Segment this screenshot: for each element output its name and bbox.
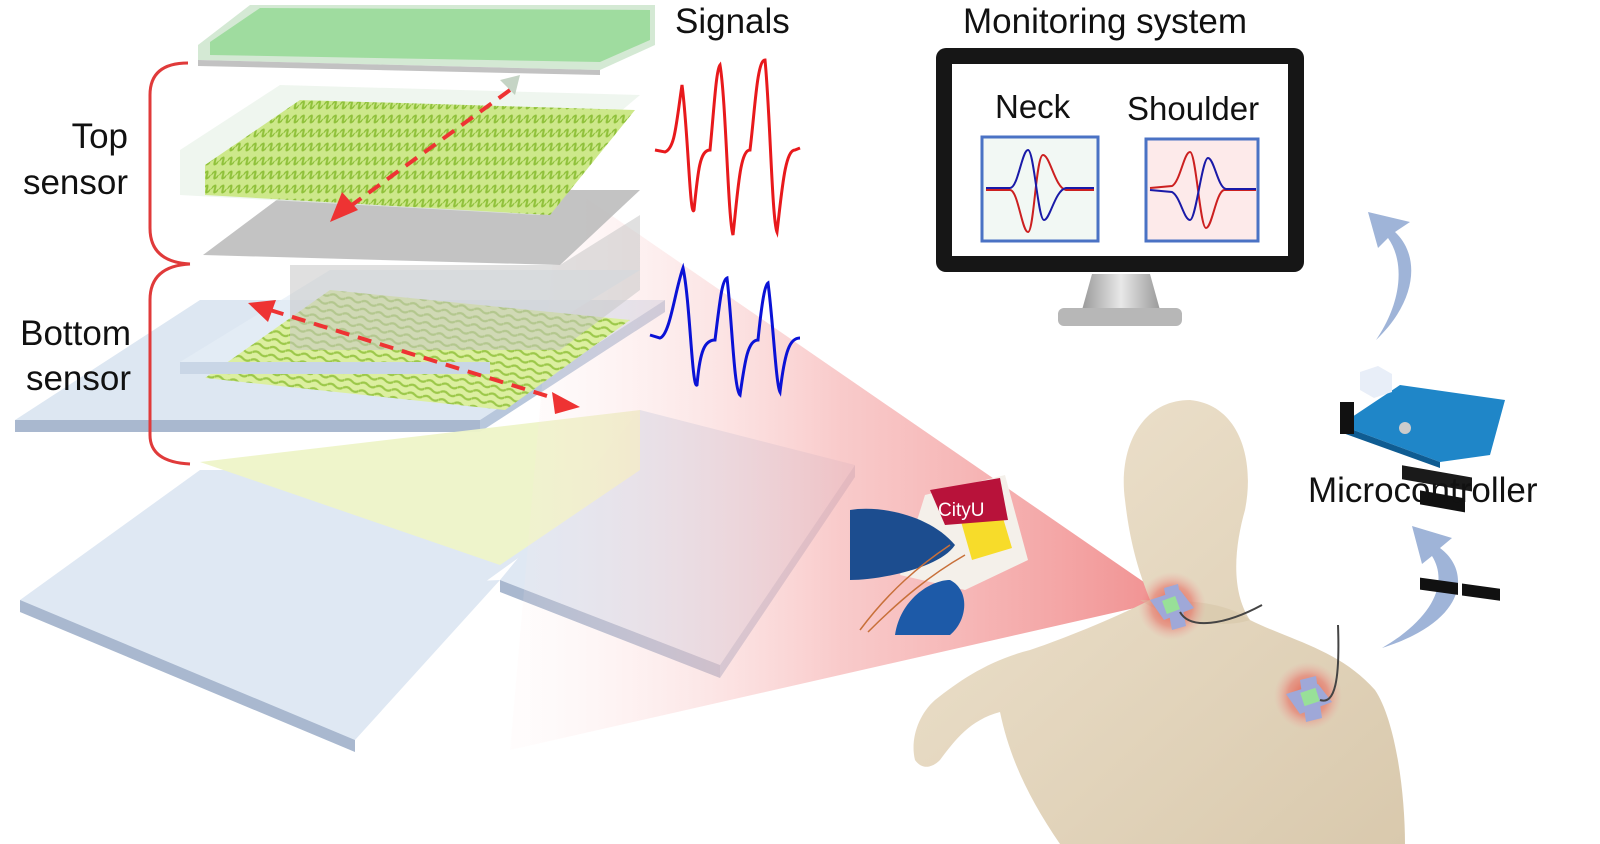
data-flow-arrows (1368, 212, 1459, 648)
top-sensor-label-line2: sensor (23, 163, 128, 202)
bottom-sensor-label-line1: Bottom (20, 314, 131, 353)
monitoring-system-title: Monitoring system (963, 2, 1247, 41)
flow-arrow-to-microcontroller (1382, 526, 1459, 648)
top-signal-wave (654, 58, 801, 238)
neck-sensor-patch (1138, 572, 1263, 640)
bottom-sensor-label-line2: sensor (26, 359, 131, 398)
cityu-logo (930, 478, 1008, 525)
top-sensor-label-line1: Top (72, 117, 128, 156)
signals-title: Signals (675, 2, 790, 41)
strain-direction-arrows (248, 75, 580, 414)
bottom-signal-wave (649, 262, 801, 398)
flow-arrow-to-monitor (1368, 212, 1412, 340)
top-sensor-layer (180, 85, 640, 215)
sensor-brackets (148, 61, 191, 466)
zoom-beam (510, 180, 1170, 750)
top-film-layer (198, 5, 655, 75)
microcontroller-label: Microcontroller (1308, 471, 1538, 510)
cityu-logo-text: CityU (938, 500, 984, 521)
shoulder-sensor-patch (1274, 624, 1342, 730)
microcontroller-board (1340, 366, 1505, 601)
monitor (936, 48, 1304, 326)
device-photo: CityU (850, 475, 1028, 635)
shoulder-label: Shoulder (1127, 90, 1259, 127)
neck-label: Neck (995, 88, 1071, 125)
